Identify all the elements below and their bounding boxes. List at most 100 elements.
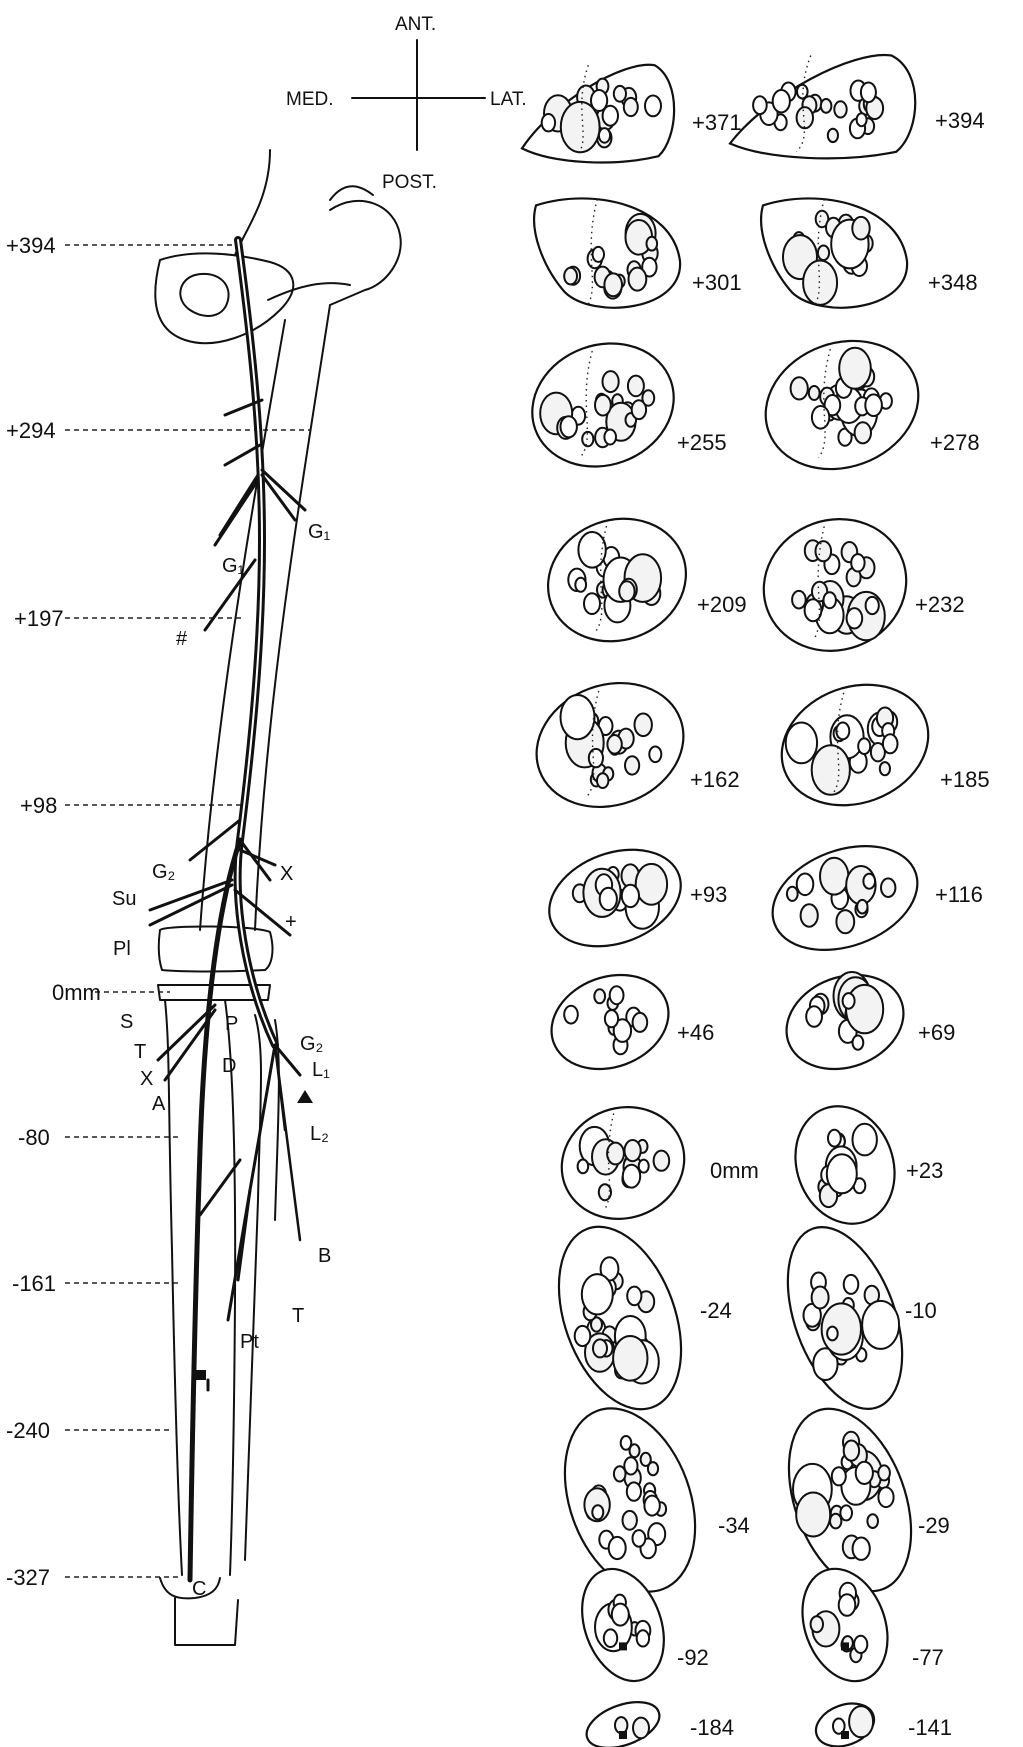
fascicle (639, 1160, 649, 1173)
cross-section: +93 (536, 832, 728, 963)
fascicle (564, 1006, 578, 1024)
fascicle (578, 532, 605, 568)
fascicle (812, 745, 850, 795)
fascicle (816, 541, 832, 561)
fascicle (828, 1130, 841, 1147)
fascicle (844, 1441, 859, 1461)
orientation-posterior-label: POST. (382, 172, 437, 193)
branch-label-l1: L₁ (312, 1059, 330, 1081)
fascicle (878, 1487, 893, 1507)
fascicle (849, 1706, 873, 1737)
cross-section: +394 (730, 55, 985, 158)
fascicle (610, 986, 624, 1004)
section-label: +232 (915, 592, 965, 617)
fascicle (623, 1511, 637, 1530)
cross-section: +371 (522, 65, 742, 163)
fascicle (830, 1514, 841, 1529)
branch-label-p: P (225, 1013, 238, 1035)
cross-section: +23 (779, 1092, 943, 1238)
level-label: +394 (6, 233, 56, 258)
fascicle (809, 386, 820, 400)
fascicle (865, 394, 882, 416)
branch-label-a: A (152, 1093, 166, 1115)
fascicle (599, 1184, 611, 1200)
fascicle (858, 738, 870, 754)
fascicle (824, 592, 836, 608)
cross-section: +46 (538, 959, 714, 1085)
level-label: 0mm (52, 980, 101, 1005)
fascicle (803, 261, 837, 305)
fascicle (862, 1301, 899, 1349)
level-label: -161 (12, 1271, 56, 1296)
branch-label-t-left: T (134, 1041, 146, 1063)
fascicle (820, 858, 848, 895)
fascicle (623, 1165, 640, 1188)
section-label: +162 (690, 767, 740, 792)
fascicle (648, 1462, 658, 1475)
marker-square (619, 1731, 627, 1739)
fascicle (613, 1336, 647, 1381)
fascicle (625, 756, 639, 774)
section-label: +301 (692, 270, 742, 295)
fascicle (624, 98, 638, 116)
fascicle (787, 887, 798, 901)
fascicle (637, 1630, 649, 1646)
orientation-anterior-label: ANT. (395, 14, 436, 35)
fascicle (753, 96, 767, 114)
fascicle (607, 1143, 624, 1165)
fascicle (649, 747, 661, 763)
fascicle (827, 1154, 857, 1193)
fascicle (593, 1339, 607, 1357)
fascicle (615, 1717, 627, 1733)
fascicle (654, 1151, 670, 1171)
fascicle (797, 85, 808, 99)
fascicle (589, 749, 603, 767)
section-label: +69 (918, 1020, 955, 1045)
fascicle (627, 1287, 641, 1306)
section-label: -141 (908, 1715, 952, 1740)
marker-square (841, 1731, 849, 1739)
fascicle (604, 1629, 617, 1647)
fascicle (846, 985, 883, 1033)
branch-label-plus: + (285, 911, 297, 933)
fascicle (857, 900, 867, 914)
branch-label-hash: # (176, 628, 188, 650)
branch-label-x-lower: X (140, 1068, 153, 1090)
fascicle (614, 86, 626, 102)
cross-section: +69 (773, 959, 955, 1085)
cross-section: +278 (747, 320, 979, 490)
fascicle (832, 1467, 846, 1485)
section-label: -77 (912, 1645, 944, 1670)
fascicle (796, 1493, 830, 1537)
fascicle (629, 268, 647, 291)
fascicle (575, 578, 586, 592)
branch-label-pl: Pl (113, 938, 131, 960)
section-label: +278 (930, 430, 980, 455)
marker-square (619, 1642, 627, 1650)
fascicle (836, 910, 854, 933)
cross-section: -24 (536, 1210, 732, 1426)
fascicle (597, 773, 608, 788)
fascicle (622, 885, 639, 907)
section-label: -184 (690, 1715, 734, 1740)
fascicle (561, 695, 595, 739)
fascicle (844, 1275, 859, 1294)
level-label: -327 (6, 1565, 50, 1590)
fascicle (633, 1718, 649, 1739)
cross-section: -34 (541, 1390, 750, 1610)
branch-label-s: S (120, 1011, 133, 1033)
fascicle (883, 734, 898, 753)
fascicle (843, 993, 855, 1009)
level-label: -80 (18, 1125, 50, 1150)
cross-section: +185 (765, 665, 990, 825)
fascicle (861, 83, 876, 103)
cross-section: +209 (531, 500, 747, 661)
cross-section: +116 (758, 827, 983, 969)
cross-section: -10 (766, 1212, 937, 1425)
section-label: 0mm (710, 1158, 759, 1183)
fascicle (605, 1010, 618, 1027)
fascicle (806, 1006, 822, 1027)
branch-label-su: Su (112, 888, 136, 910)
fascicle (627, 1482, 641, 1500)
fascicle (801, 904, 818, 926)
